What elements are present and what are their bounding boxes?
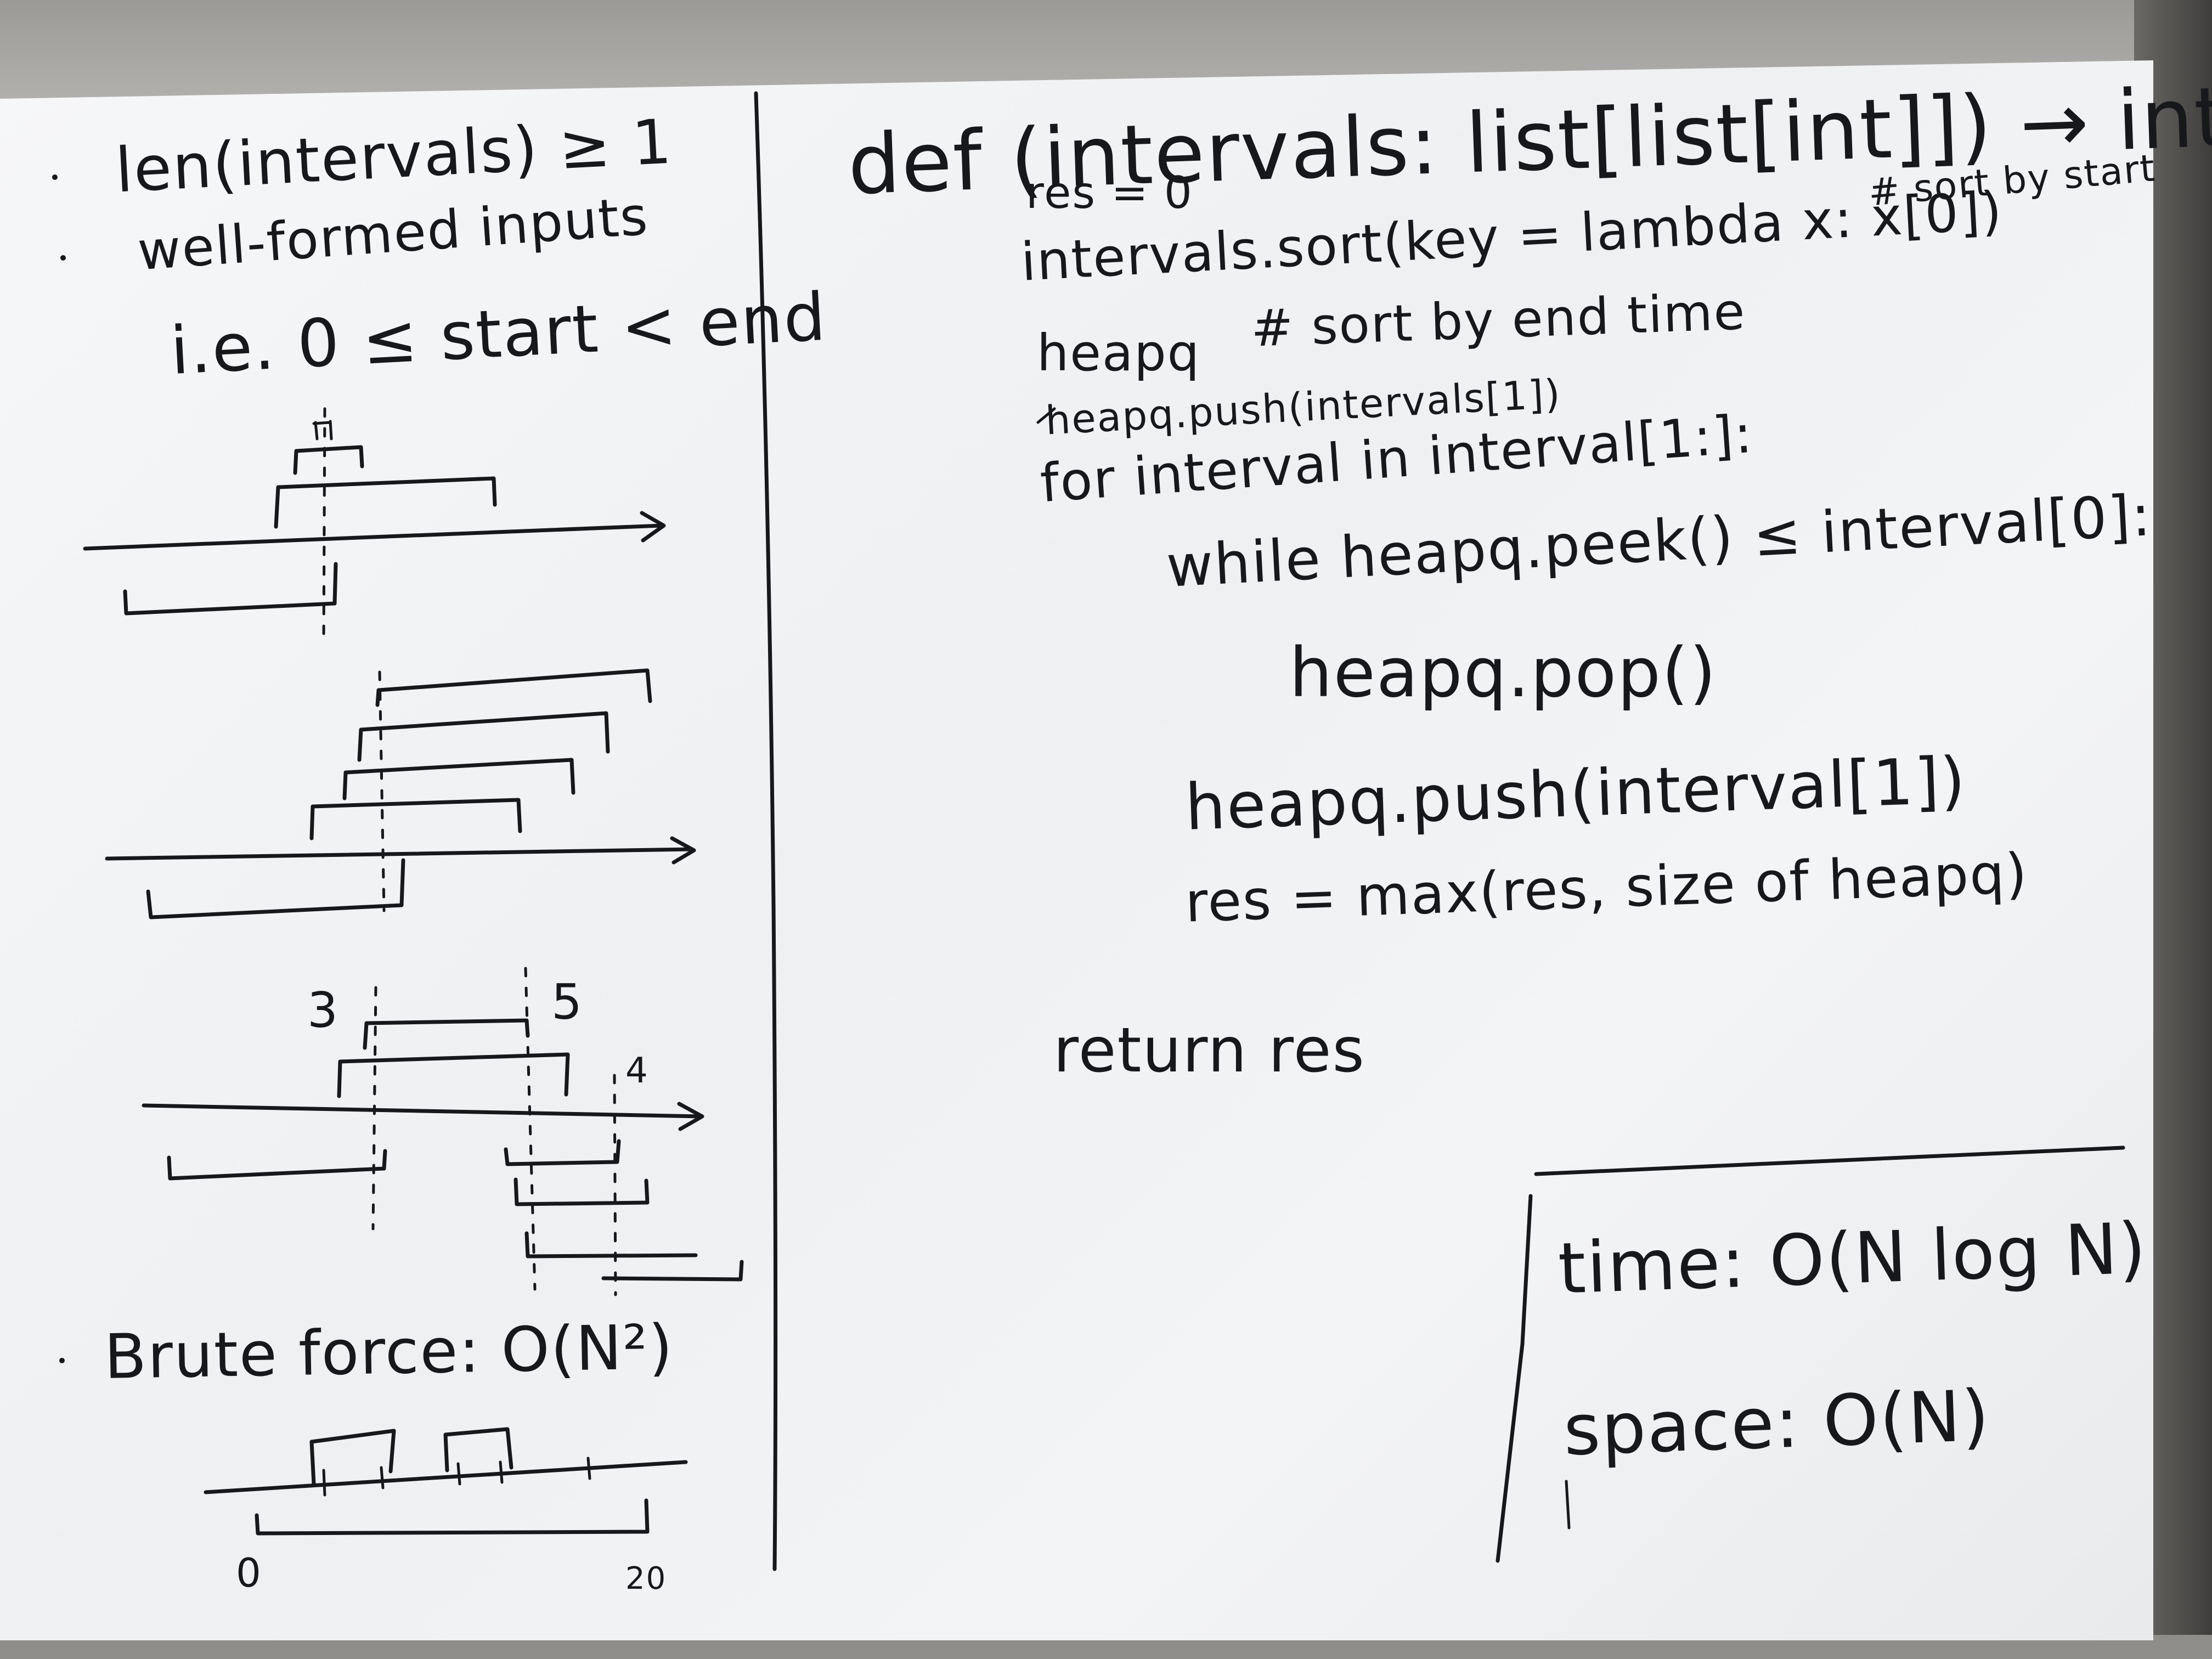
label-5: 5: [551, 974, 583, 1030]
diagram-adjacent-intervals: [83, 407, 666, 644]
code-line-pop: heapq.pop(): [1289, 634, 1717, 713]
diagram-overlapping-intervals: [105, 668, 696, 919]
whiteboard: [0, 60, 2153, 1640]
axis-end-label: 20: [625, 1561, 667, 1596]
label-4: 4: [625, 1051, 649, 1091]
code-line-heapq: heapq: [1037, 324, 1201, 382]
diagram-example-intervals: [142, 967, 744, 1296]
space-complexity: space: O(N): [1562, 1375, 1992, 1472]
brute-force-complexity: Brute force: O(N²): [103, 1311, 674, 1393]
complexity-box: [1496, 1146, 2125, 1563]
divider-line: [754, 91, 778, 1571]
diagram-brute-force: [204, 1427, 688, 1536]
caret-mark: [1036, 407, 1056, 424]
axis-start-label: 0: [236, 1550, 262, 1596]
code-line-res-init: res = 0: [1026, 167, 1193, 218]
bullet-dot: [60, 255, 66, 261]
label-3: 3: [307, 982, 339, 1039]
bullet-dot: [59, 1358, 65, 1363]
code-line-return: return res: [1053, 1015, 1365, 1086]
bullet-dot: [52, 174, 58, 180]
